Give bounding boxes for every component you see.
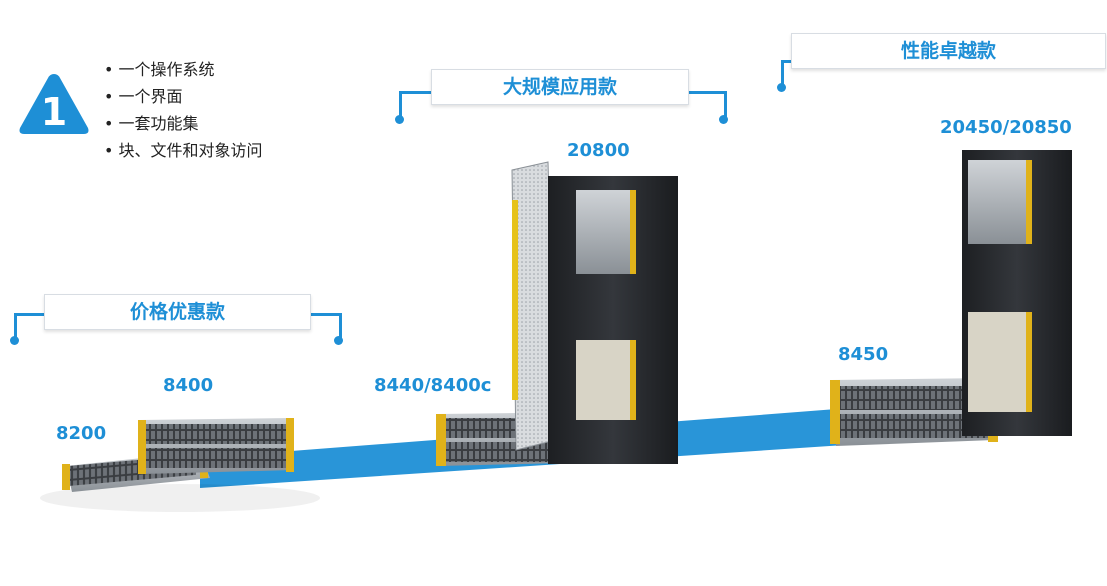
value-bracket-left <box>14 313 47 342</box>
model-8200: 8200 <box>56 423 107 444</box>
scale-bracket-dot <box>719 115 728 124</box>
perf-bracket-left <box>781 60 794 89</box>
rack-20450 <box>962 150 1072 436</box>
value-bracket-dot <box>334 336 343 345</box>
model-20450: 20450/20850 <box>940 117 1072 138</box>
triangle-icon <box>19 74 89 134</box>
tier-scale-label: 大规模应用款 <box>431 69 689 105</box>
rack-20800 <box>511 161 678 464</box>
perf-bracket-dot <box>777 83 786 92</box>
value-bracket-right <box>309 313 342 342</box>
feature-item: 一个界面 <box>104 83 263 110</box>
scale-bracket-left <box>399 91 434 122</box>
scale-bracket-right <box>688 91 727 122</box>
model-8440: 8440/8400c <box>374 375 492 396</box>
scale-bracket-dot <box>395 115 404 124</box>
feature-item: 一套功能集 <box>104 110 263 137</box>
array-8400 <box>138 418 294 474</box>
model-8400: 8400 <box>163 375 214 396</box>
badge-number: 1 <box>40 90 68 134</box>
model-20800: 20800 <box>567 140 630 161</box>
feature-list: 一个操作系统 一个界面 一套功能集 块、文件和对象访问 <box>104 56 263 164</box>
feature-item: 块、文件和对象访问 <box>104 137 263 164</box>
step-number-badge: 1 <box>18 70 90 136</box>
tier-value-label: 价格优惠款 <box>44 294 311 330</box>
model-8450: 8450 <box>838 344 889 365</box>
feature-item: 一个操作系统 <box>104 56 263 83</box>
tier-performance-label: 性能卓越款 <box>791 33 1106 69</box>
value-bracket-dot <box>10 336 19 345</box>
